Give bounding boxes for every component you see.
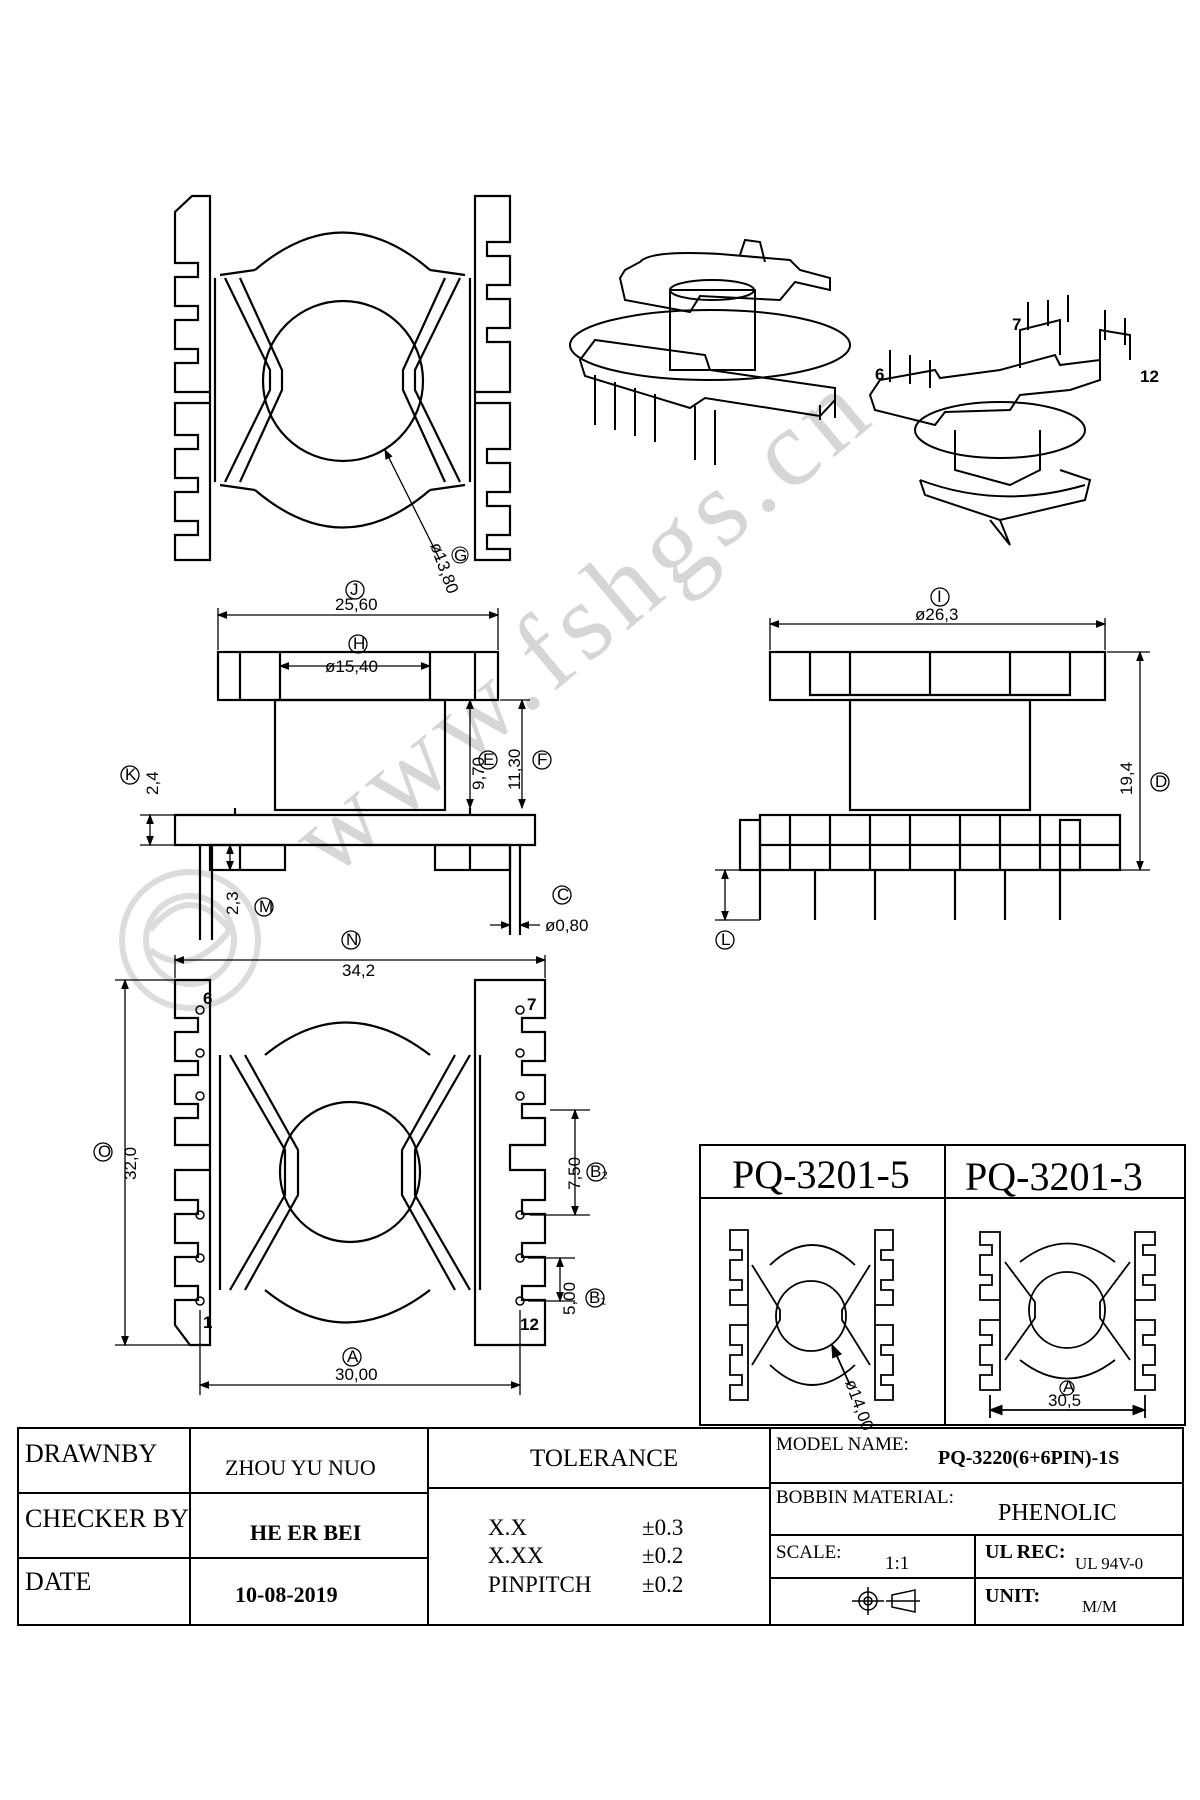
dim-d-value: 19,4 [1117,762,1136,795]
model-label: MODEL NAME: [776,1434,909,1455]
center-bore [261,299,425,463]
dim-f-value: 11,30 [505,749,524,790]
front-elevation-dims [140,608,540,929]
iso-view-right [868,295,1131,546]
ul-value: UL 94V-0 [1075,1554,1143,1573]
tol-xxx-value: ±0.2 [642,1543,683,1568]
scale-value: 1:1 [885,1553,909,1574]
date-value: 10-08-2019 [235,1582,338,1607]
drawn-by-value: ZHOU YU NUO [225,1455,376,1480]
date-label: DATE [25,1567,91,1596]
inset-dim-a-value: 30,5 [1048,1391,1081,1410]
material-label: BOBBIN MATERIAL: [776,1487,954,1508]
dim-j-value: 25,60 [335,595,378,614]
marker-a: A [347,1347,359,1366]
variant-right-title: PQ-3201-3 [965,1154,1143,1199]
marker-g: G [454,546,467,565]
dim-c-value: ø0,80 [545,916,588,935]
bottom-left-comb [173,978,212,1347]
bottom-right-comb [473,978,547,1347]
tolerance-label: TOLERANCE [530,1445,678,1472]
iso-view-left [569,238,851,465]
checker-label: CHECKER BY [25,1504,189,1533]
ul-label: UL REC: [985,1541,1066,1563]
variant-right-drawing [979,1231,1156,1418]
marker-e: E [483,750,494,769]
front-elevation [173,650,537,940]
marker-n: N [346,930,358,949]
marker-j: J [350,580,359,599]
inset-marker-a: A [1063,1377,1075,1396]
projection-symbol-icon [852,1587,920,1615]
marker-d: D [1155,772,1167,791]
title-block-grid [17,1427,1184,1626]
left-pin-comb [173,194,212,562]
material-value: PHENOLIC [998,1500,1117,1526]
dim-i-value: ø26,3 [915,605,958,624]
tol-xx-label: X.X [488,1515,527,1540]
dim-k-value: 2,4 [143,771,162,795]
dim-h-value: ø15,40 [325,657,378,676]
iso-pin-6: 6 [875,365,884,384]
marker-o: O [98,1142,111,1161]
tol-xxx-label: X.XX [488,1543,544,1568]
dim-a-value: 30,00 [335,1365,378,1384]
marker-k: K [125,765,137,784]
variant-inset [699,1144,1186,1426]
pin-12-label: 12 [520,1315,539,1334]
dim-n-value: 34,2 [342,961,375,980]
side-elevation [738,650,1122,920]
marker-c: C [557,885,569,904]
tol-xx-value: ±0.3 [642,1515,683,1540]
bottom-plan-view [173,978,547,1347]
marker-h: H [353,634,365,653]
bottom-plan-dims [115,955,590,1395]
pin-1-label: 1 [203,1313,212,1332]
marker-f: F [537,750,547,769]
iso-pin-7: 7 [1012,315,1021,334]
marker-m: M [259,897,273,916]
top-plan-view [173,194,512,562]
dim-e-value: 9,70 [469,757,488,790]
bottom-center-bore [278,1100,422,1244]
dim-m-value: 2,3 [223,891,242,915]
marker-l: L [721,930,730,949]
variant-left-title: PQ-3201-5 [732,1152,910,1197]
dim-b1-value: 5,00 [560,1282,579,1315]
bottom-pin-holes [195,1005,525,1306]
dim-o-value: 32,0 [121,1147,140,1180]
dim-b2-value: 7,50 [565,1157,584,1190]
side-elevation-dims [715,618,1150,922]
pin-6-label: 6 [203,989,212,1008]
scale-label: SCALE: [776,1542,841,1563]
model-value: PQ-3220(6+6PIN)-1S [938,1447,1119,1469]
variant-left-drawing [729,1229,894,1401]
marker-b2: B₂ [590,1162,608,1181]
tol-pin-label: PINPITCH [488,1572,592,1597]
drawn-by-label: DRAWNBY [25,1439,157,1468]
right-pin-comb [473,194,512,562]
iso-pin-12: 12 [1140,367,1159,386]
unit-value: M/M [1082,1597,1117,1616]
checker-value: HE ER BEI [250,1520,361,1545]
pin-7-label: 7 [527,995,536,1014]
marker-i: I [937,587,942,606]
unit-label: UNIT: [985,1585,1040,1607]
tol-pin-value: ±0.2 [642,1572,683,1597]
marker-b1: B₁ [589,1288,606,1307]
